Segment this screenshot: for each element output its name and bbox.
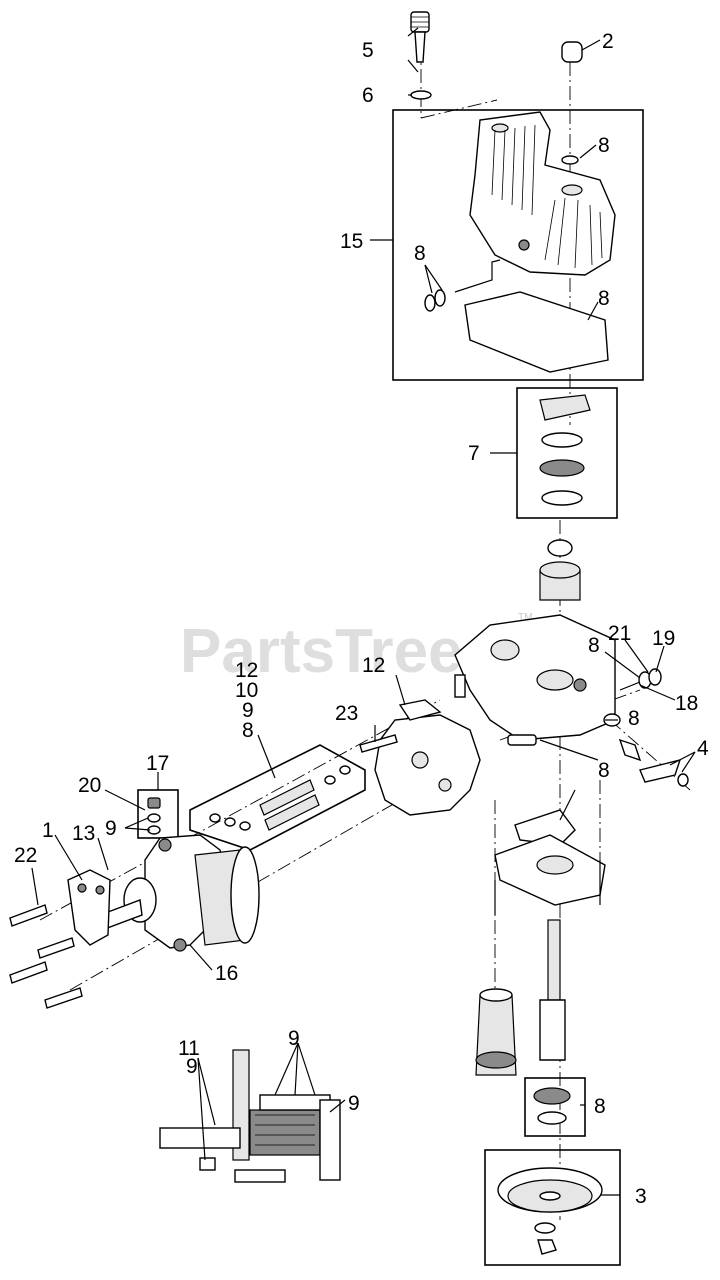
pulley-group-box [484,1149,621,1266]
callout-8-lower: 8 [594,1095,606,1118]
pulley-part [497,1167,603,1255]
bypass-rod-part [424,259,501,312]
bypass-arm-part [618,738,689,787]
callout-10: 10 [235,679,258,702]
callout-18: 18 [675,692,698,715]
callout-5: 5 [362,39,374,62]
watermark-trademark: TM [518,612,532,623]
callout-4: 4 [697,737,709,760]
callout-8-center: 8 [598,759,610,782]
callout-9-cutaway-left: 9 [186,1055,198,1078]
seal-kit-parts [209,765,351,831]
callout-8-gasket: 8 [598,287,610,310]
housing-gasket-part [464,291,609,373]
callout-12-bracket: 12 [362,654,385,677]
leader-lines [31,27,696,1196]
center-section-part [454,614,616,741]
callout-8-kit: 8 [242,719,254,742]
callout-11: 11 [178,1037,200,1060]
callout-19: 19 [652,627,675,650]
callout-23: 23 [335,702,358,725]
callout-9-kit: 9 [242,699,254,722]
callout-12-kit: 12 [235,659,258,682]
callout-20: 20 [78,774,101,797]
callout-9-cutaway-top: 9 [288,1027,300,1050]
lower-bearing-group-box [524,1077,586,1137]
motor-housing-part [374,699,481,816]
callout-13: 13 [72,822,95,845]
upper-housing-part [469,111,616,276]
housing-seal-part [561,155,579,165]
o-ring-part [410,90,432,100]
callout-8-fitting: 8 [628,707,640,730]
cylinder-block-part [539,539,581,601]
lower-bearing-part [533,1087,571,1125]
lower-cover-part [494,809,606,915]
callout-3: 3 [635,1185,647,1208]
thrust-bearing-part [539,394,591,506]
bolt-23-part [359,734,398,753]
cutaway-view-part [159,1049,341,1183]
seal-kit-group-box [189,744,366,851]
callout-9-cutaway-right: 9 [348,1092,360,1115]
cap-part [561,41,583,63]
callout-8-housing-top: 8 [598,134,610,157]
callout-22: 22 [14,844,37,867]
callout-2: 2 [602,30,614,53]
callout-8-housing-left: 8 [414,242,426,265]
callout-7: 7 [468,442,480,465]
callout-1: 1 [42,819,54,842]
callout-16: 16 [215,962,238,985]
brake-bracket-part [67,869,111,946]
callout-8-valve: 8 [588,634,600,657]
callout-15: 15 [340,230,363,253]
plug-kit-parts [147,797,161,835]
output-shaft-part [99,877,157,931]
filter-part [475,988,517,1076]
input-shaft-part [539,919,566,1061]
wheel-motor-part [144,834,260,952]
callout-21: 21 [608,622,631,645]
callout-17: 17 [146,752,169,775]
callout-9-plug: 9 [105,817,117,840]
housing-group-box [392,109,644,381]
callout-labels: 5 6 2 8 15 8 8 7 8 21 19 18 8 4 8 12 23 … [14,30,709,1208]
check-valve-part [619,668,662,691]
vent-plug-part [410,11,430,63]
watermark-text: PartsTree [180,617,463,686]
bolts-22-part [9,904,83,1009]
callout-6: 6 [362,84,374,107]
